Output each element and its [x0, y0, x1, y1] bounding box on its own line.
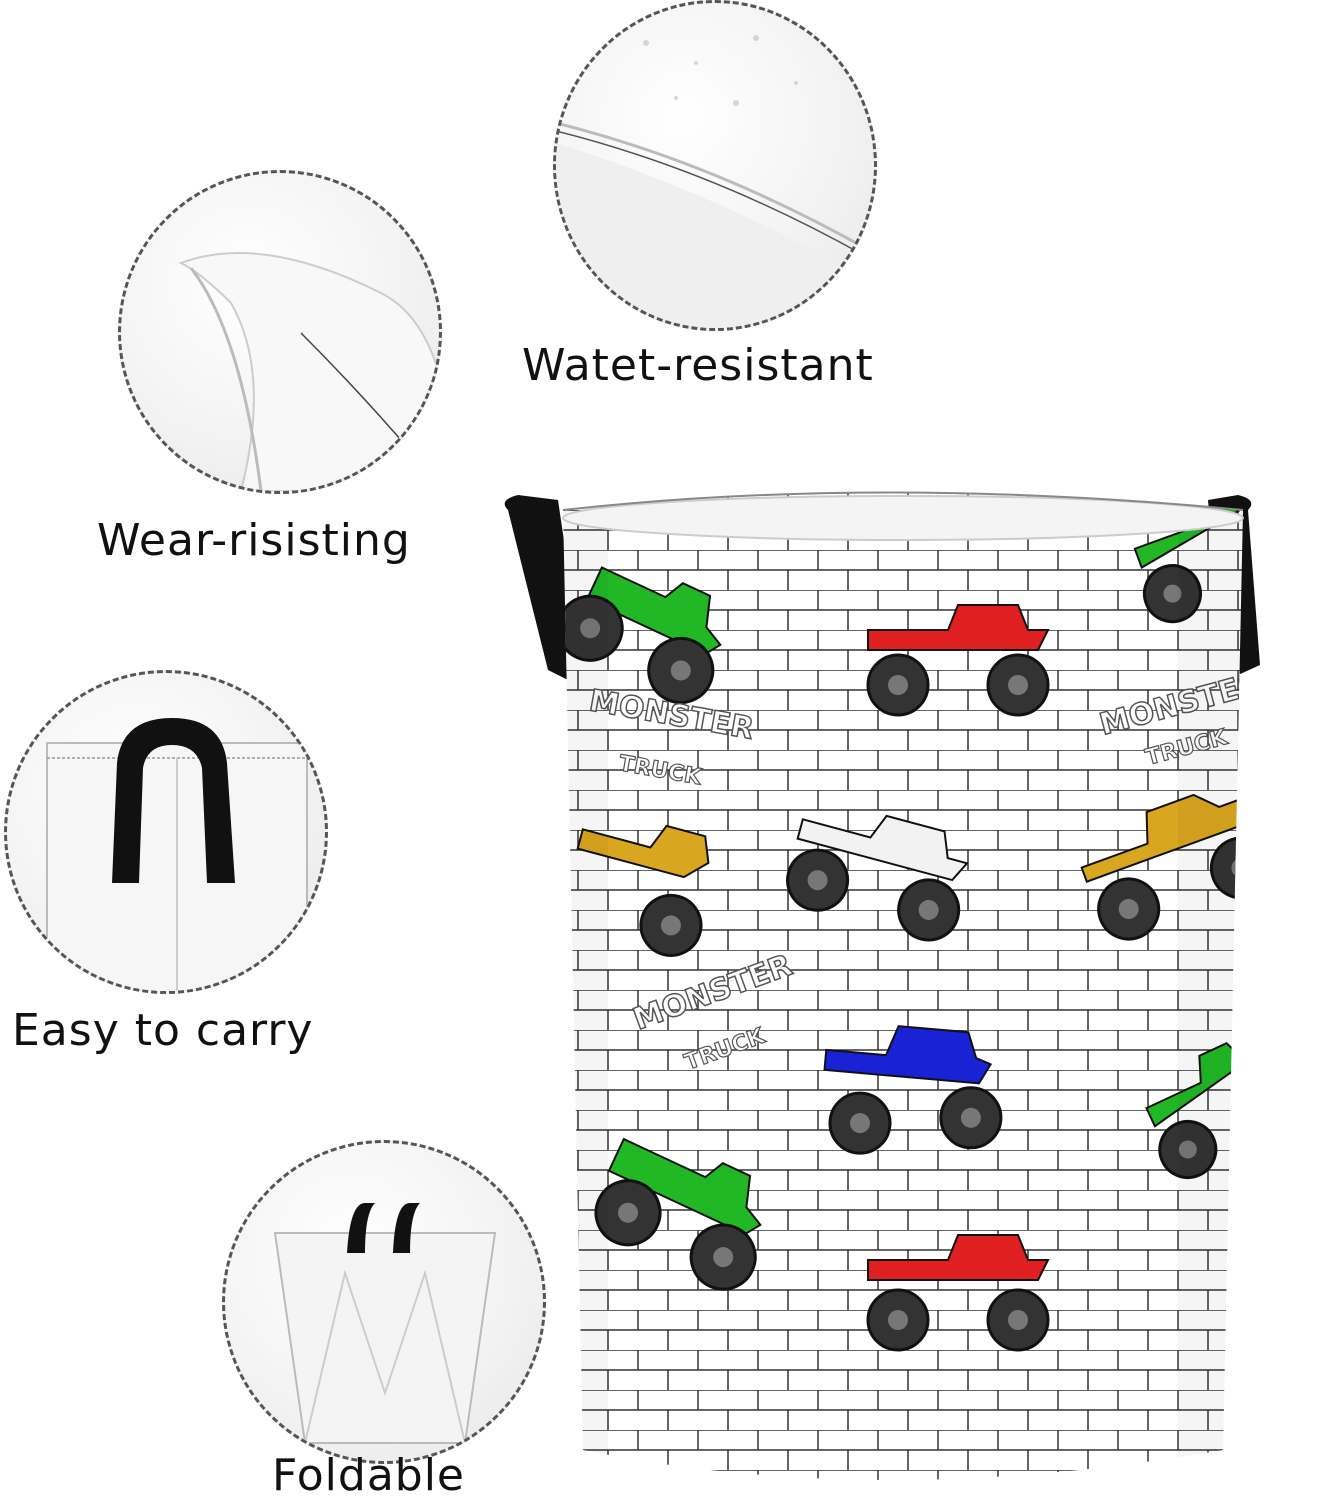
monster-truck-laundry-basket: MONSTER TRUCK MONSTER TRUCK MONSTER TRUC… [504, 491, 1260, 1480]
basket-rim-opening [562, 495, 1244, 541]
handle-closeup-drawing [46, 718, 308, 991]
left-handle [504, 495, 583, 680]
water-resistant-detail-image [553, 0, 877, 331]
water-resistant-label: Watet-resistant [522, 340, 874, 391]
wear-resisting-detail-image [118, 170, 442, 494]
easy-to-carry-label: Easy to carry [12, 1005, 314, 1056]
wear-resisting-label: Wear-risisting [97, 515, 411, 566]
fabric-fold-drawing [178, 252, 439, 491]
truck-pattern [563, 492, 1243, 1352]
foldable-label: Foldable [272, 1450, 466, 1501]
fabric-seam-drawing [556, 35, 874, 328]
foldable-detail-image [222, 1140, 546, 1464]
folded-basket-drawing [273, 1203, 497, 1444]
easy-to-carry-detail-image [4, 670, 328, 994]
